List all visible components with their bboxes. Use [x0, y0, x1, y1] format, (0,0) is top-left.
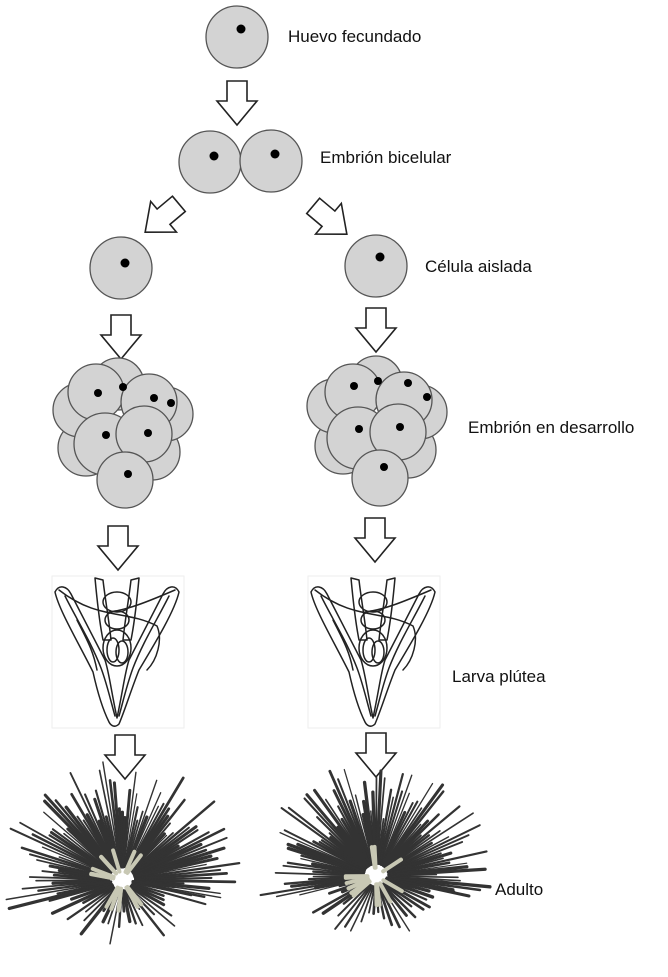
arrow-left-larva-to-adult [105, 735, 145, 779]
pluteus-larva-left [52, 576, 184, 728]
sea-urchin-adult-right [261, 770, 490, 931]
arrow-to-left-cell [132, 189, 191, 248]
arrow-right-embryo-to-larva [355, 518, 395, 562]
label-larva: Larva plútea [452, 667, 546, 686]
developing-embryo-right [307, 356, 447, 506]
label-two-cell: Embrión bicelular [320, 148, 452, 167]
label-isolated: Célula aislada [425, 257, 532, 276]
pluteus-larva-right [308, 576, 440, 728]
developing-embryo-left [53, 358, 193, 508]
arrow-left-cell-to-embryo [101, 315, 141, 359]
two-cell-embryo [179, 130, 302, 193]
fertilized-egg [206, 6, 268, 68]
isolated-cell-right [345, 235, 407, 297]
arrow-egg-to-two-cell [217, 81, 257, 125]
sea-urchin-adult-left [6, 762, 239, 944]
label-adult: Adulto [495, 880, 543, 899]
arrow-right-cell-to-embryo [356, 308, 396, 352]
arrow-left-embryo-to-larva [98, 526, 138, 570]
isolated-cell-left [90, 237, 152, 299]
label-developing: Embrión en desarrollo [468, 418, 634, 437]
arrow-to-right-cell [300, 191, 359, 250]
label-egg: Huevo fecundado [288, 27, 421, 46]
arrow-right-larva-to-adult [356, 733, 396, 777]
